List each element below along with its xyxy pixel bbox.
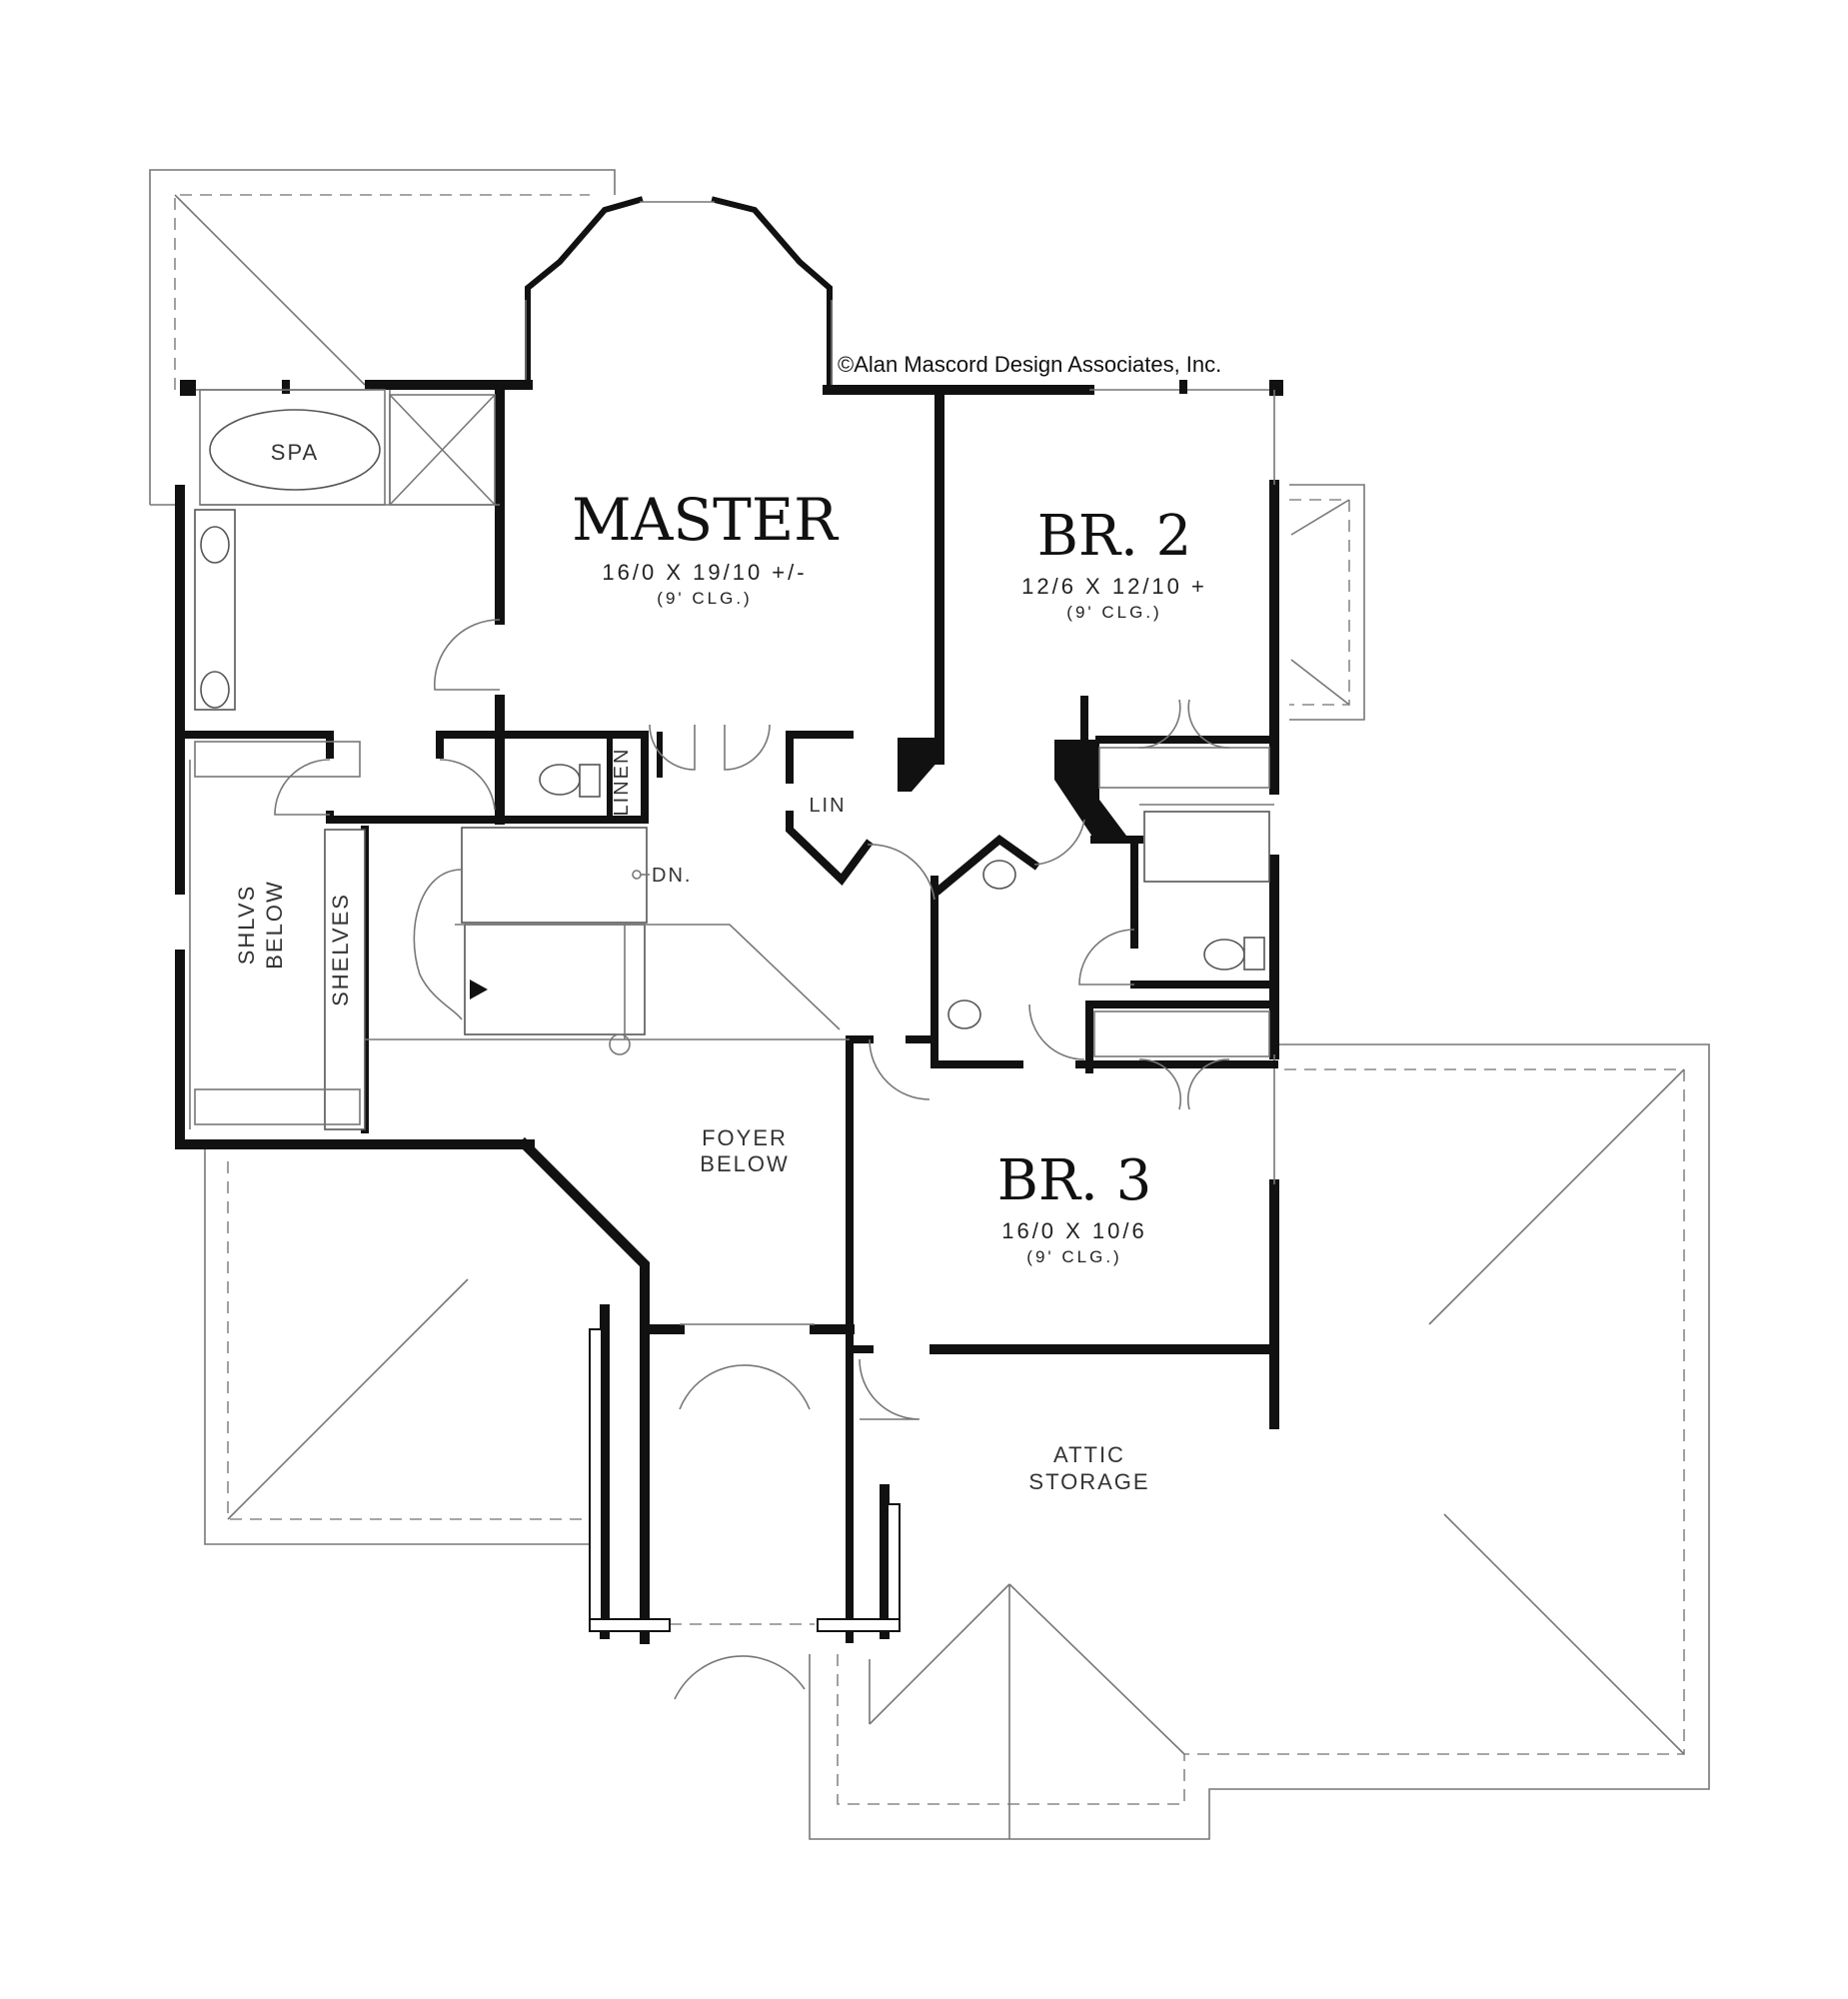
room-master: MASTER 16/0 X 19/10 +/- (9' CLG.) bbox=[572, 486, 840, 608]
copyright-notice: ©Alan Mascord Design Associates, Inc. bbox=[838, 352, 1221, 377]
label-shlvs-below: BELOW bbox=[262, 880, 287, 969]
toilet bbox=[1203, 939, 1245, 971]
label-attic: ATTIC bbox=[1053, 1442, 1125, 1467]
label-shlvs: SHLVS bbox=[234, 885, 259, 966]
room-br3: BR. 3 16/0 X 10/6 (9' CLG.) bbox=[997, 1148, 1152, 1266]
toilet bbox=[539, 764, 581, 796]
roof-outlines bbox=[149, 169, 1710, 1840]
room-ceiling-br2: (9' CLG.) bbox=[1066, 603, 1161, 622]
spa-tub bbox=[209, 409, 381, 491]
room-size-br3: 16/0 X 10/6 bbox=[1001, 1218, 1147, 1243]
label-foyer: FOYER bbox=[702, 1125, 788, 1150]
label-lin: LIN bbox=[809, 795, 846, 817]
label-down: DN. bbox=[652, 865, 692, 887]
room-name-master: MASTER bbox=[572, 486, 840, 554]
doors bbox=[274, 619, 1230, 1700]
room-size-br2: 12/6 X 12/10 + bbox=[1021, 574, 1207, 599]
room-br2: BR. 2 12/6 X 12/10 + (9' CLG.) bbox=[1021, 504, 1207, 622]
room-ceiling-br3: (9' CLG.) bbox=[1026, 1247, 1121, 1266]
label-linen: LINEN bbox=[611, 748, 633, 817]
room-name-br3: BR. 3 bbox=[997, 1148, 1152, 1213]
interior-walls bbox=[176, 385, 1279, 1643]
room-name-br2: BR. 2 bbox=[1037, 504, 1192, 569]
label-spa: SPA bbox=[271, 440, 319, 465]
room-size-master: 16/0 X 19/10 +/- bbox=[602, 560, 807, 585]
staircase bbox=[365, 827, 850, 1055]
label-attic-storage: STORAGE bbox=[1028, 1469, 1149, 1494]
label-foyer-below: BELOW bbox=[700, 1151, 789, 1176]
fixtures bbox=[194, 389, 1270, 1125]
room-ceiling-master: (9' CLG.) bbox=[657, 589, 752, 608]
label-shelves: SHELVES bbox=[328, 893, 353, 1006]
